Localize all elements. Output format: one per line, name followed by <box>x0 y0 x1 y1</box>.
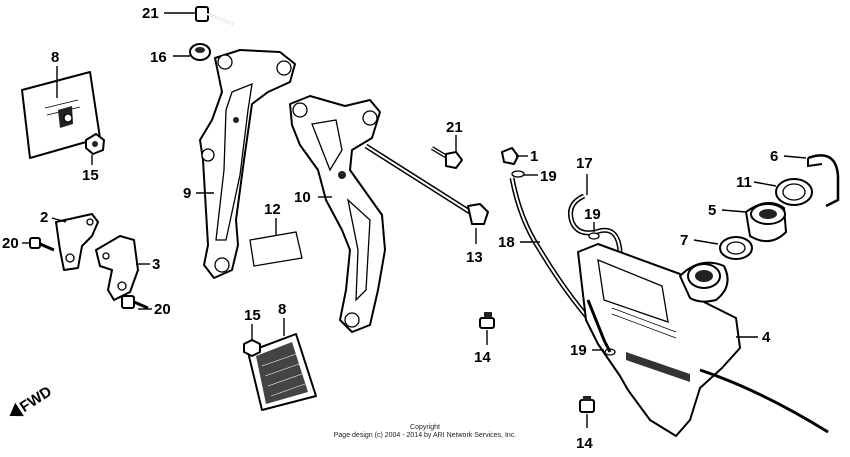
callout-6: 6 <box>770 148 778 165</box>
nut-part-15-upper <box>85 133 105 155</box>
hose-part-17 <box>568 193 623 253</box>
callout-20-right: 20 <box>154 301 171 318</box>
callout-5: 5 <box>708 202 716 219</box>
plug-part-14-center <box>479 312 495 329</box>
callout-2: 2 <box>40 209 48 226</box>
bracket-part-10 <box>289 95 386 333</box>
callout-11: 11 <box>736 174 752 191</box>
nut-part-15-lower <box>243 339 261 357</box>
gasket-part-7 <box>719 236 753 260</box>
callout-14-lower: 14 <box>576 435 593 452</box>
reflector-part-8-lower <box>247 333 317 411</box>
callout-12: 12 <box>264 201 281 218</box>
bolt-part-21-top <box>195 6 234 25</box>
callout-21-middle: 21 <box>446 119 463 136</box>
callout-16: 16 <box>150 49 167 66</box>
long-bolt-part-13 <box>364 143 489 225</box>
callout-17: 17 <box>576 155 593 172</box>
tank-part-4 <box>577 243 829 437</box>
fwd-arrow-icon: FWD <box>9 383 55 417</box>
fwd-label: FWD <box>17 383 55 416</box>
callout-1: 1 <box>530 148 538 165</box>
callout-13: 13 <box>466 249 483 266</box>
copyright-line-2: Page design (c) 2004 - 2014 by ARI Netwo… <box>333 432 517 439</box>
callout-3: 3 <box>152 256 160 273</box>
copyright-line-1: Copyright <box>410 424 440 431</box>
bracket-part-2 <box>55 213 99 271</box>
bracket-part-3 <box>95 235 139 301</box>
callout-20-left: 20 <box>2 235 19 252</box>
callout-19-lower: 19 <box>570 342 587 359</box>
callout-18: 18 <box>498 234 515 251</box>
bolt-part-20-right <box>121 295 149 310</box>
callout-15-lower: 15 <box>244 307 261 324</box>
callout-8-upper: 8 <box>51 49 59 66</box>
diaphragm-part-11 <box>775 178 813 206</box>
callout-14-center: 14 <box>474 349 491 366</box>
callout-19-top: 19 <box>540 168 557 185</box>
callout-8-lower: 8 <box>278 301 286 318</box>
clip-part-19-top <box>511 170 525 178</box>
cap-part-5 <box>745 201 787 243</box>
callout-7: 7 <box>680 232 688 249</box>
callout-19-middle: 19 <box>584 206 601 223</box>
bracket-part-9 <box>199 49 296 279</box>
bolt-part-20-left <box>29 237 55 252</box>
clip-part-19-middle <box>588 232 600 240</box>
callout-10: 10 <box>294 189 311 206</box>
clip-part-19-lower <box>586 299 616 356</box>
callout-15-upper: 15 <box>82 167 99 184</box>
plug-part-14-lower <box>579 396 595 413</box>
bolt-part-21-middle <box>430 146 463 169</box>
fitting-part-1 <box>501 147 519 165</box>
callout-21-top: 21 <box>142 5 159 22</box>
wire-clip-part-6 <box>807 154 840 208</box>
callout-4: 4 <box>762 329 771 346</box>
collar-part-16 <box>189 43 211 61</box>
callout-9: 9 <box>183 185 191 202</box>
label-part-12 <box>249 231 303 267</box>
